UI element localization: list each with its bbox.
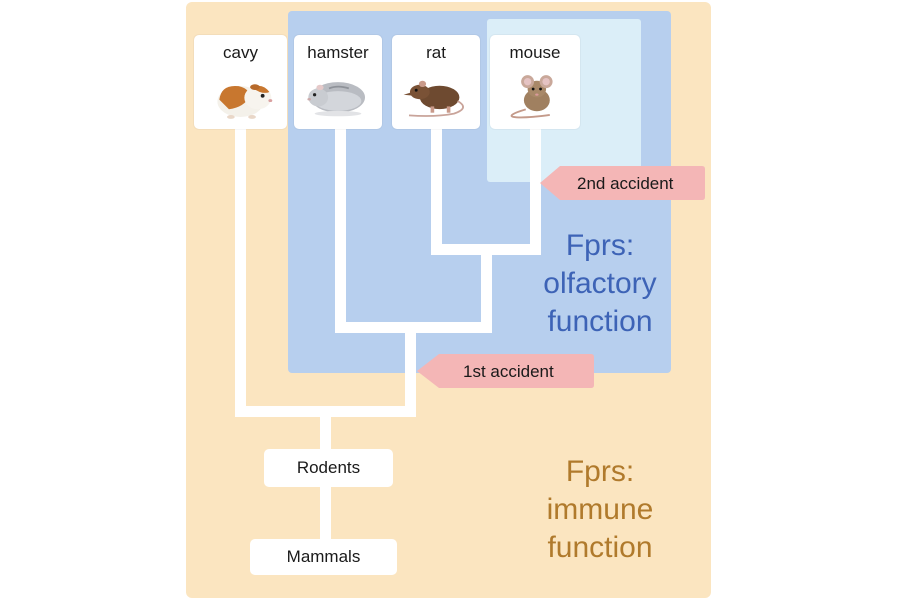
species-card-rat: rat bbox=[392, 35, 480, 129]
hamster-icon bbox=[307, 82, 365, 117]
guinea-pig-icon bbox=[217, 84, 273, 119]
first-accident-callout bbox=[417, 354, 594, 388]
olfactory-line-1: Fprs: bbox=[565, 229, 635, 262]
species-label: rat bbox=[426, 43, 446, 62]
immune-line-1: Fprs: bbox=[565, 455, 635, 488]
olfactory-line-3: function bbox=[547, 305, 653, 338]
rodents-node: Rodents bbox=[264, 449, 393, 487]
branch-mouse bbox=[530, 125, 541, 255]
branch-cavy bbox=[235, 125, 246, 417]
immune-line-2: immune bbox=[546, 493, 654, 526]
first-accident-label: 1st accident bbox=[463, 362, 554, 381]
second-accident-callout bbox=[540, 166, 705, 200]
mouse-icon bbox=[510, 75, 553, 119]
immune-function-label: Fprs: immune function bbox=[520, 453, 680, 567]
branch-mammal-stem bbox=[320, 484, 331, 544]
species-label: hamster bbox=[307, 43, 369, 62]
immune-line-3: function bbox=[547, 531, 653, 564]
second-accident-label: 2nd accident bbox=[577, 174, 674, 193]
species-label: cavy bbox=[223, 43, 258, 62]
mammals-node: Mammals bbox=[250, 539, 397, 575]
rat-icon bbox=[403, 80, 464, 117]
species-card-hamster: hamster bbox=[294, 35, 382, 129]
branch-rat bbox=[431, 125, 442, 255]
branch-rat-mouse-stem bbox=[481, 244, 492, 333]
species-card-mouse: mouse bbox=[490, 35, 580, 129]
species-card-cavy: cavy bbox=[194, 35, 287, 129]
branch-hamster bbox=[335, 125, 346, 333]
branch-muroid-stem bbox=[405, 322, 416, 417]
branch-rodent-stem bbox=[320, 406, 331, 466]
olfactory-function-label: Fprs: olfactory function bbox=[520, 227, 680, 341]
species-label: mouse bbox=[509, 43, 561, 62]
olfactory-line-2: olfactory bbox=[543, 267, 657, 300]
